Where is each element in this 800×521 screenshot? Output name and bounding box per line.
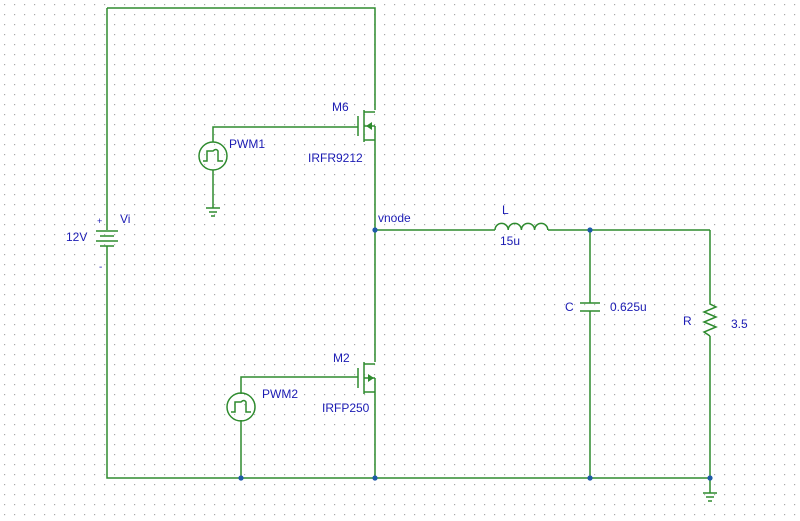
source-plus-sign: + (97, 216, 102, 226)
switch-node-label: vnode (378, 211, 411, 225)
capacitor-symbol[interactable] (580, 302, 600, 312)
dc-source-symbol[interactable] (96, 230, 118, 252)
inductor-value: 15u (500, 234, 520, 248)
pwm-low-label: PWM2 (262, 387, 298, 401)
junction-dot (372, 227, 378, 233)
mosfet-high-ref: M6 (332, 100, 349, 114)
mosfet-low-model: IRFP250 (322, 401, 370, 415)
source-minus-sign: - (99, 262, 102, 273)
pwm-low-source-symbol[interactable] (226, 392, 256, 422)
mosfet-high-symbol[interactable] (357, 110, 376, 142)
mosfet-low-ref: M2 (333, 351, 350, 365)
junction-dot (587, 227, 593, 233)
ground-icon (206, 207, 220, 217)
junction-dot (707, 475, 713, 481)
inductor-ref: L (502, 203, 509, 217)
pwm-high-label: PWM1 (229, 137, 265, 151)
capacitor-value: 0.625u (610, 300, 647, 314)
junction-dot (587, 475, 593, 481)
resistor-ref: R (683, 314, 692, 328)
resistor-symbol[interactable] (702, 300, 718, 337)
inductor-symbol[interactable] (494, 222, 549, 231)
resistor-value: 3.5 (731, 317, 748, 331)
source-value-label: 12V (66, 230, 87, 244)
mosfet-high-model: IRFR9212 (308, 151, 363, 165)
pwm-high-source-symbol[interactable] (198, 141, 228, 171)
ground-icon (703, 492, 717, 502)
junction-dot (238, 475, 244, 481)
source-name-label: Vi (120, 212, 130, 226)
mosfet-low-symbol[interactable] (357, 362, 376, 394)
wires (106, 7, 711, 493)
junction-dot (372, 475, 378, 481)
capacitor-ref: C (565, 300, 574, 314)
